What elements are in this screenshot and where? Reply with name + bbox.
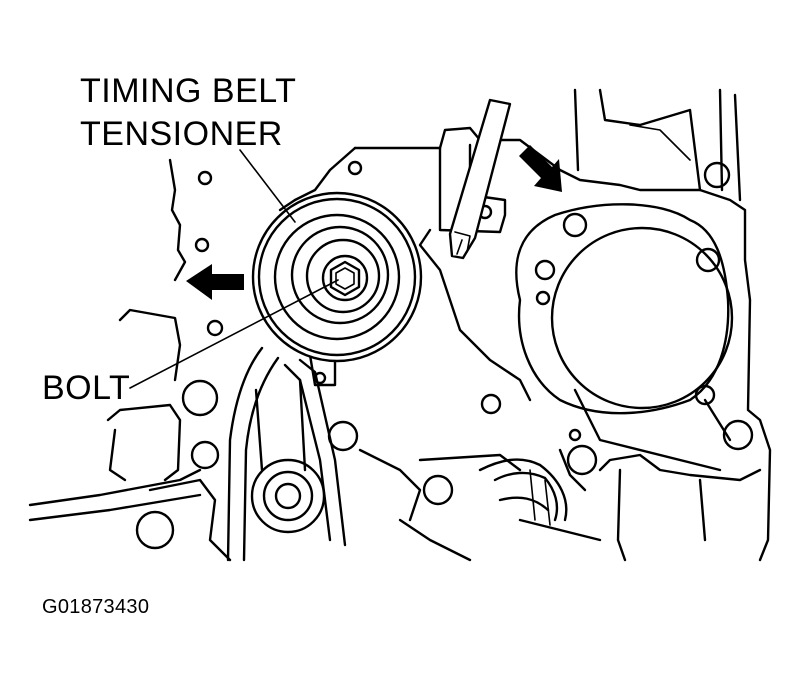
engine-block-outline [28,88,772,562]
tensioner-label-line2: TENSIONER [80,115,283,153]
figure-id: G01873430 [42,596,150,618]
wire-harness [478,458,568,526]
tensioner-bolt [329,260,361,297]
screwdriver-icon [448,98,512,260]
arrow-down-right-icon [519,145,562,192]
tensioner-label-line1: TIMING BELT [80,72,297,110]
timing-belt [226,346,347,562]
pump-housing [477,161,754,472]
leader-lines [129,149,339,389]
bolt-label: BOLT [42,369,131,407]
idler-pulley [250,420,598,534]
arrow-left-icon [186,264,244,300]
